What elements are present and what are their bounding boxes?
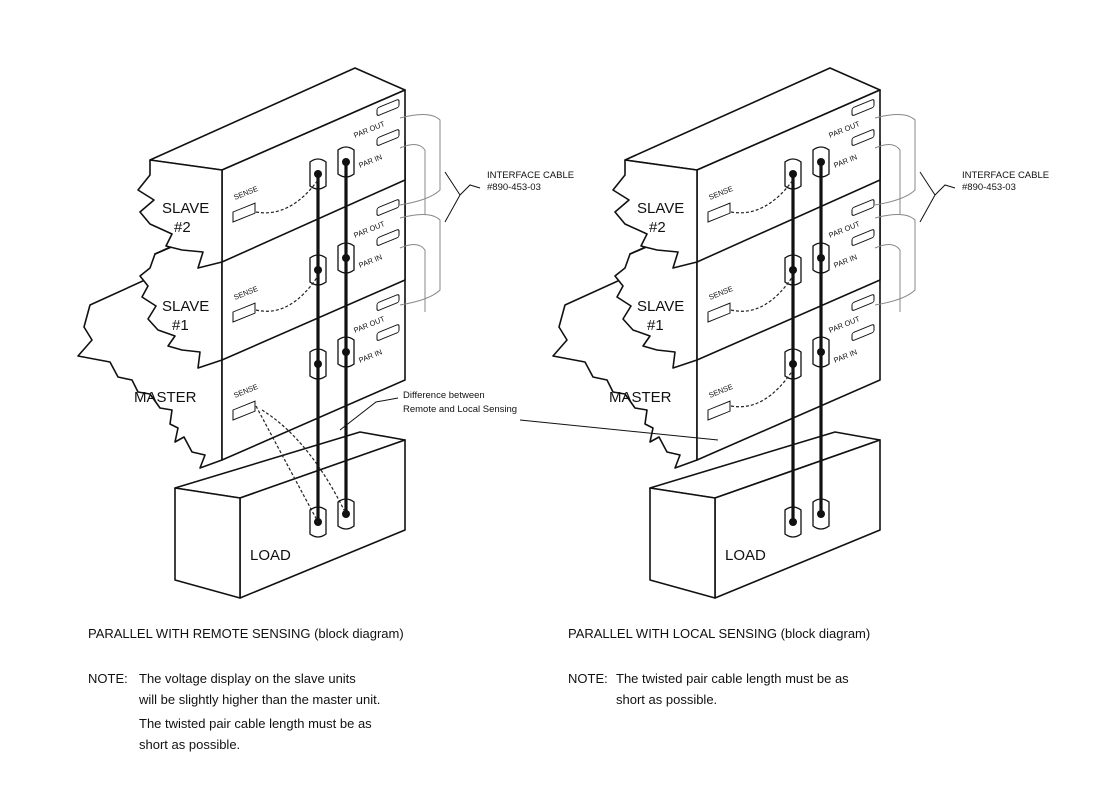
right-note-label: NOTE: bbox=[568, 671, 608, 686]
slave2-label-line2: #2 bbox=[174, 219, 191, 236]
slave2-label-line1: SLAVE bbox=[162, 200, 209, 217]
interface-cable-label-line2: #890-453-03 bbox=[487, 182, 541, 193]
difference-label-line1: Difference between bbox=[403, 390, 485, 401]
load-label: LOAD bbox=[250, 547, 291, 564]
load-label-right: LOAD bbox=[725, 547, 766, 564]
master-label-right: MASTER bbox=[609, 389, 672, 406]
left-note-line: will be slightly higher than the master … bbox=[139, 692, 381, 707]
interface-cable-loops-right bbox=[874, 114, 956, 312]
left-note-label: NOTE: bbox=[88, 671, 128, 686]
right-note-line: The twisted pair cable length must be as bbox=[616, 671, 849, 686]
difference-annotation: Difference between Remote and Local Sens… bbox=[403, 390, 517, 415]
interface-cable-label-line1: INTERFACE CABLE bbox=[487, 170, 574, 181]
right-note: NOTE: The twisted pair cable length must… bbox=[568, 668, 968, 728]
sense-twisted-pairs-right bbox=[730, 179, 794, 408]
local-sensing-diagram: MASTER SLAVE #1 SLAVE #2 LOAD SENSE bbox=[519, 67, 1049, 599]
slave2-unit: SLAVE #2 bbox=[137, 67, 406, 269]
slave1-label-line1-right: SLAVE bbox=[637, 298, 684, 315]
slave1-label-line2: #1 bbox=[172, 317, 189, 334]
bus-cables-right bbox=[791, 162, 823, 522]
interface-cable-label-line1-right: INTERFACE CABLE bbox=[962, 170, 1049, 181]
sense-twisted-pairs bbox=[255, 179, 347, 523]
right-note-line: short as possible. bbox=[616, 692, 718, 707]
left-note-line: The twisted pair cable length must be as bbox=[139, 716, 372, 731]
left-note-line: The voltage display on the slave units bbox=[139, 671, 356, 686]
left-note-line: short as possible. bbox=[139, 737, 241, 752]
left-caption: PARALLEL WITH REMOTE SENSING (block diag… bbox=[88, 626, 404, 641]
remote-sensing-diagram: MASTER SLAVE #1 SLAVE #2 LOAD bbox=[77, 67, 574, 599]
interface-cable-label-line2-right: #890-453-03 bbox=[962, 182, 1016, 193]
slave1-label-line2-right: #1 bbox=[647, 317, 664, 334]
difference-label-line2: Remote and Local Sensing bbox=[403, 404, 517, 415]
right-caption: PARALLEL WITH LOCAL SENSING (block diagr… bbox=[568, 626, 871, 641]
left-note: NOTE: The voltage display on the slave u… bbox=[88, 668, 488, 768]
bus-cables bbox=[316, 162, 348, 522]
master-label: MASTER bbox=[134, 389, 197, 406]
slave1-label-line1: SLAVE bbox=[162, 298, 209, 315]
slave2-label-line1-right: SLAVE bbox=[637, 200, 684, 217]
interface-cable-loops bbox=[399, 114, 481, 312]
slave2-label-line2-right: #2 bbox=[649, 219, 666, 236]
